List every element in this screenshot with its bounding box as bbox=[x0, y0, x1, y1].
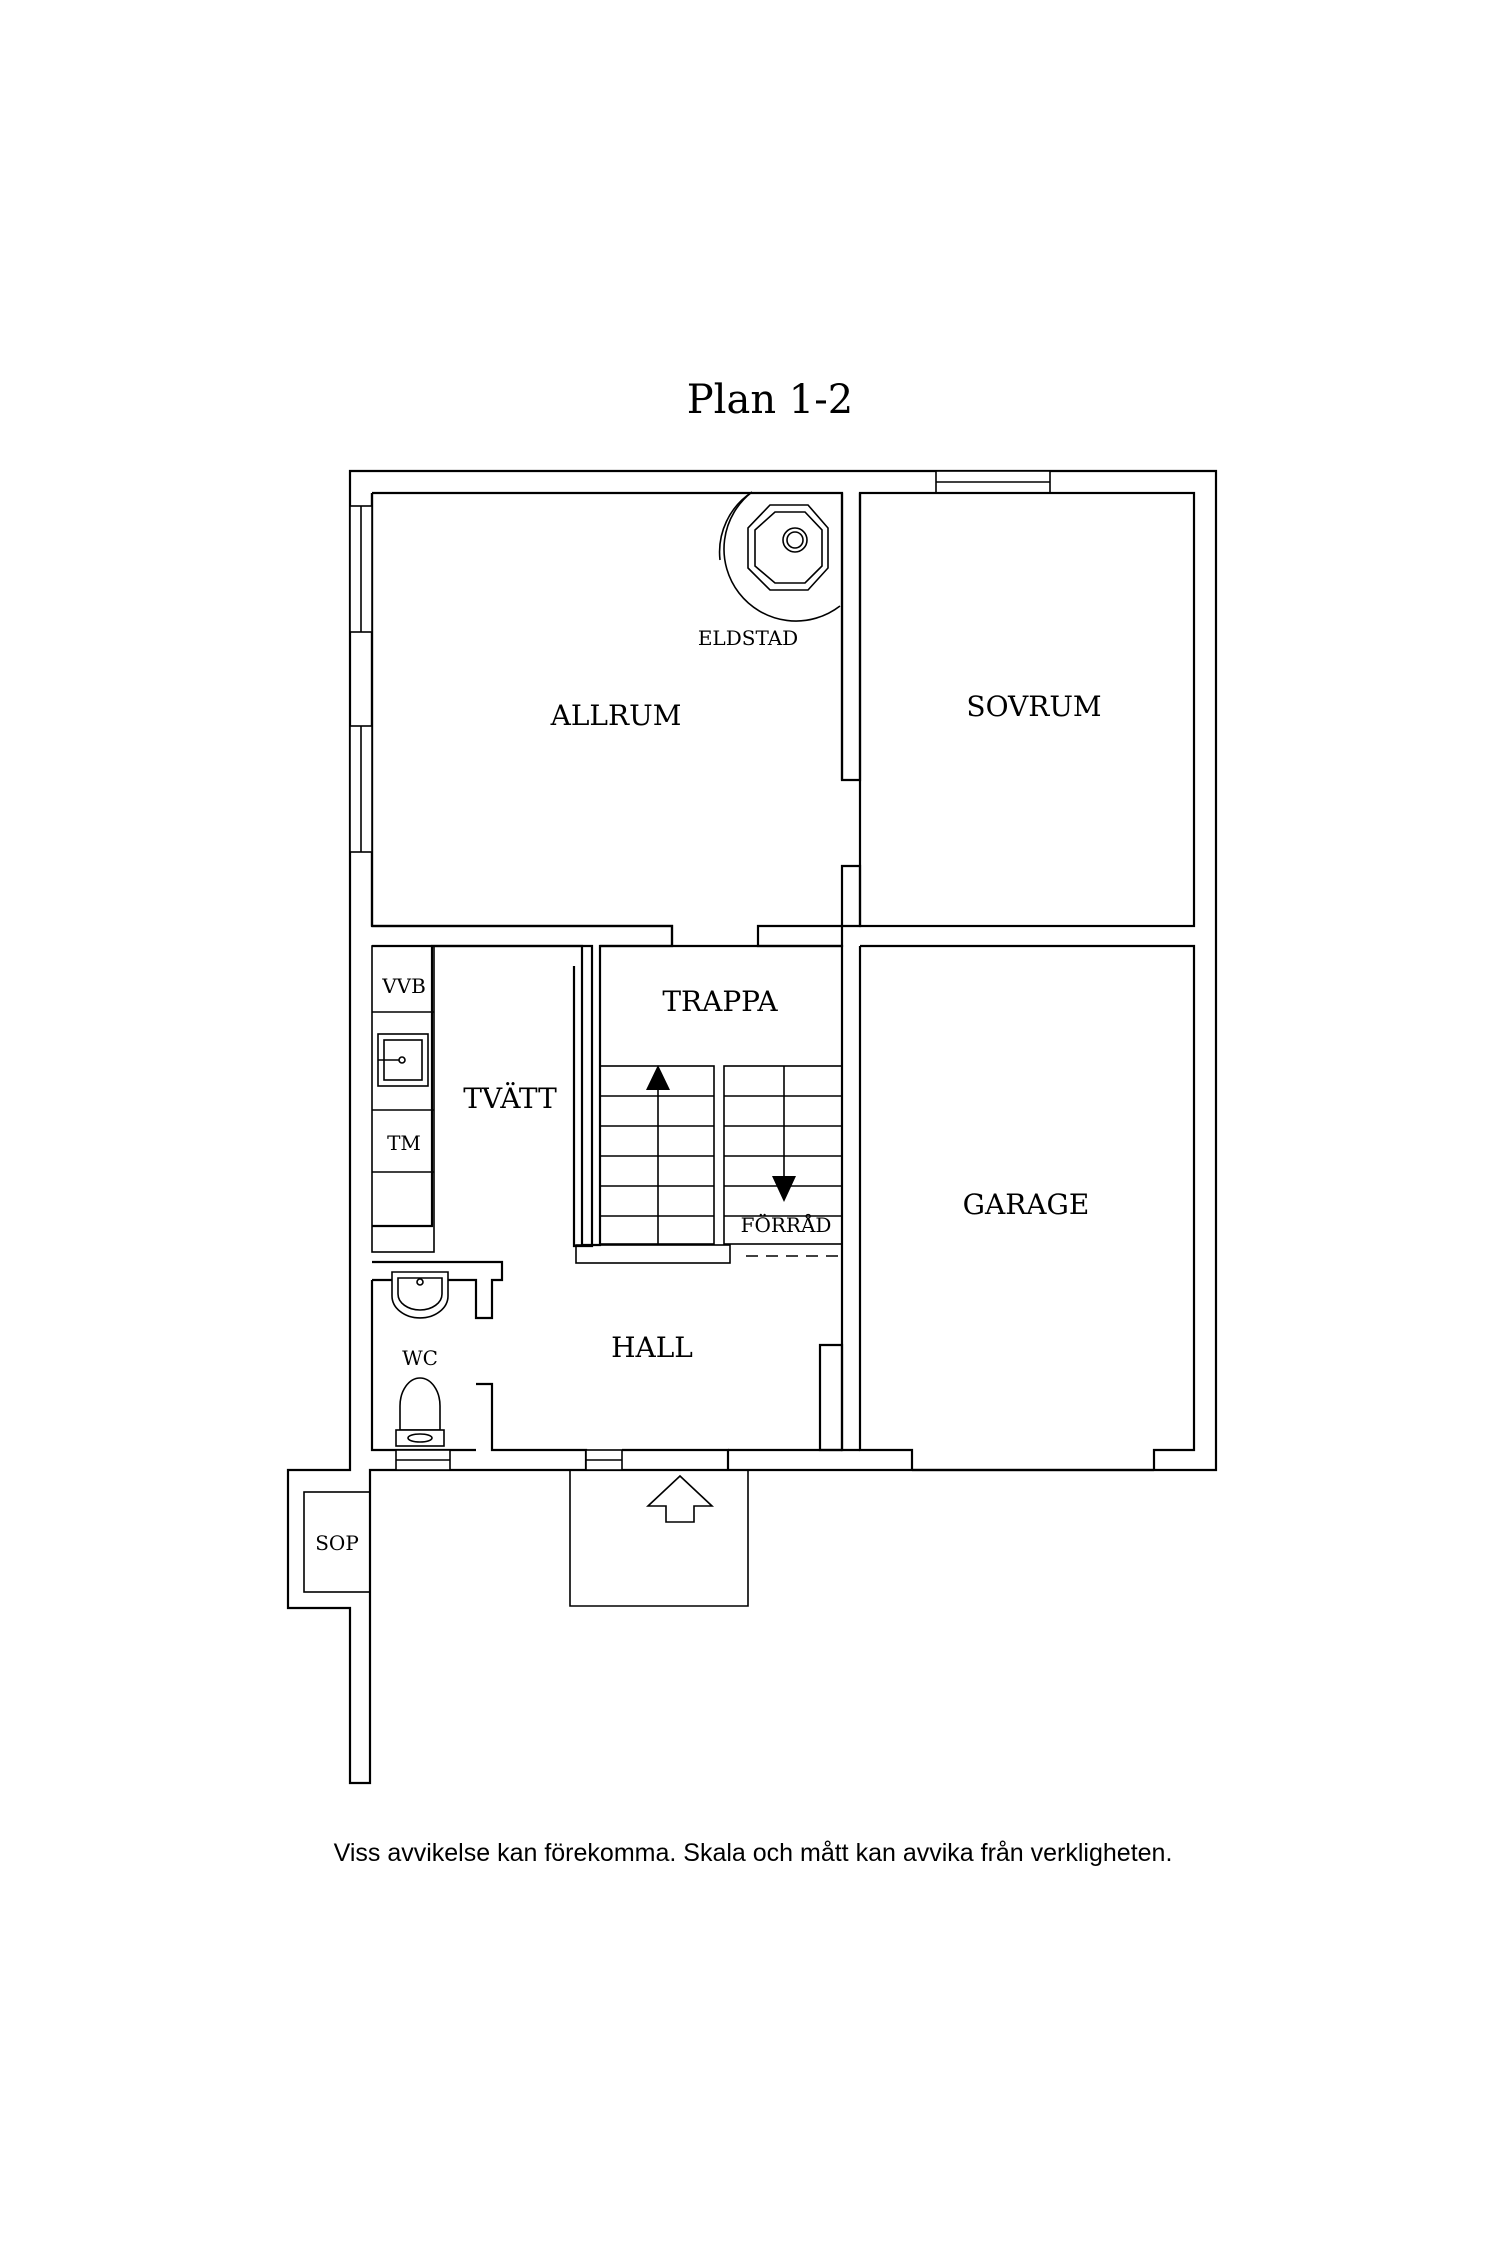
plan-title: Plan 1-2 bbox=[687, 377, 853, 423]
allrum-room: ELDSTAD ALLRUM bbox=[372, 491, 862, 1247]
outer-walls bbox=[286, 469, 1218, 1785]
toilet-icon bbox=[395, 1377, 445, 1447]
trappa-label: TRAPPA bbox=[662, 985, 778, 1018]
hall-room: HALL bbox=[372, 1245, 860, 1470]
top-window bbox=[935, 470, 1051, 494]
wc-sink-icon bbox=[391, 1271, 449, 1319]
entrance-arrow-icon bbox=[645, 1474, 715, 1523]
fireplace-icon bbox=[718, 491, 841, 622]
trappa-room: TRAPPA FÖRRÅD bbox=[575, 944, 844, 1264]
vvb-label: VVB bbox=[381, 974, 426, 998]
forrad-label: FÖRRÅD bbox=[741, 1212, 832, 1237]
wc-label: WC bbox=[402, 1346, 438, 1370]
tvatt-room: VVB TM TVÄTT bbox=[371, 944, 594, 1253]
stair-up-arrow-icon bbox=[646, 1065, 670, 1090]
garage-room: GARAGE bbox=[858, 944, 1196, 1472]
entrance bbox=[569, 1449, 749, 1607]
stair-up-flight bbox=[599, 1065, 715, 1245]
hall-label: HALL bbox=[611, 1331, 693, 1364]
sop-label: SOP bbox=[315, 1531, 359, 1555]
eldstad-label: ELDSTAD bbox=[698, 626, 798, 650]
tm-label: TM bbox=[387, 1131, 421, 1155]
garage-label: GARAGE bbox=[963, 1188, 1090, 1221]
allrum-label: ALLRUM bbox=[550, 699, 682, 732]
stair-down-arrow-icon bbox=[772, 1176, 796, 1202]
sink-icon bbox=[377, 1033, 429, 1087]
sop-area: SOP bbox=[303, 1491, 371, 1593]
disclaimer-text: Viss avvikelse kan förekomma. Skala och … bbox=[334, 1839, 1173, 1867]
tvatt-label: TVÄTT bbox=[463, 1082, 557, 1115]
sovrum-label: SOVRUM bbox=[966, 690, 1101, 723]
sovrum-room: SOVRUM bbox=[858, 491, 1196, 928]
left-windows bbox=[349, 505, 373, 853]
stair-down-flight bbox=[723, 1065, 843, 1245]
wc-room: WC bbox=[370, 1271, 476, 1471]
